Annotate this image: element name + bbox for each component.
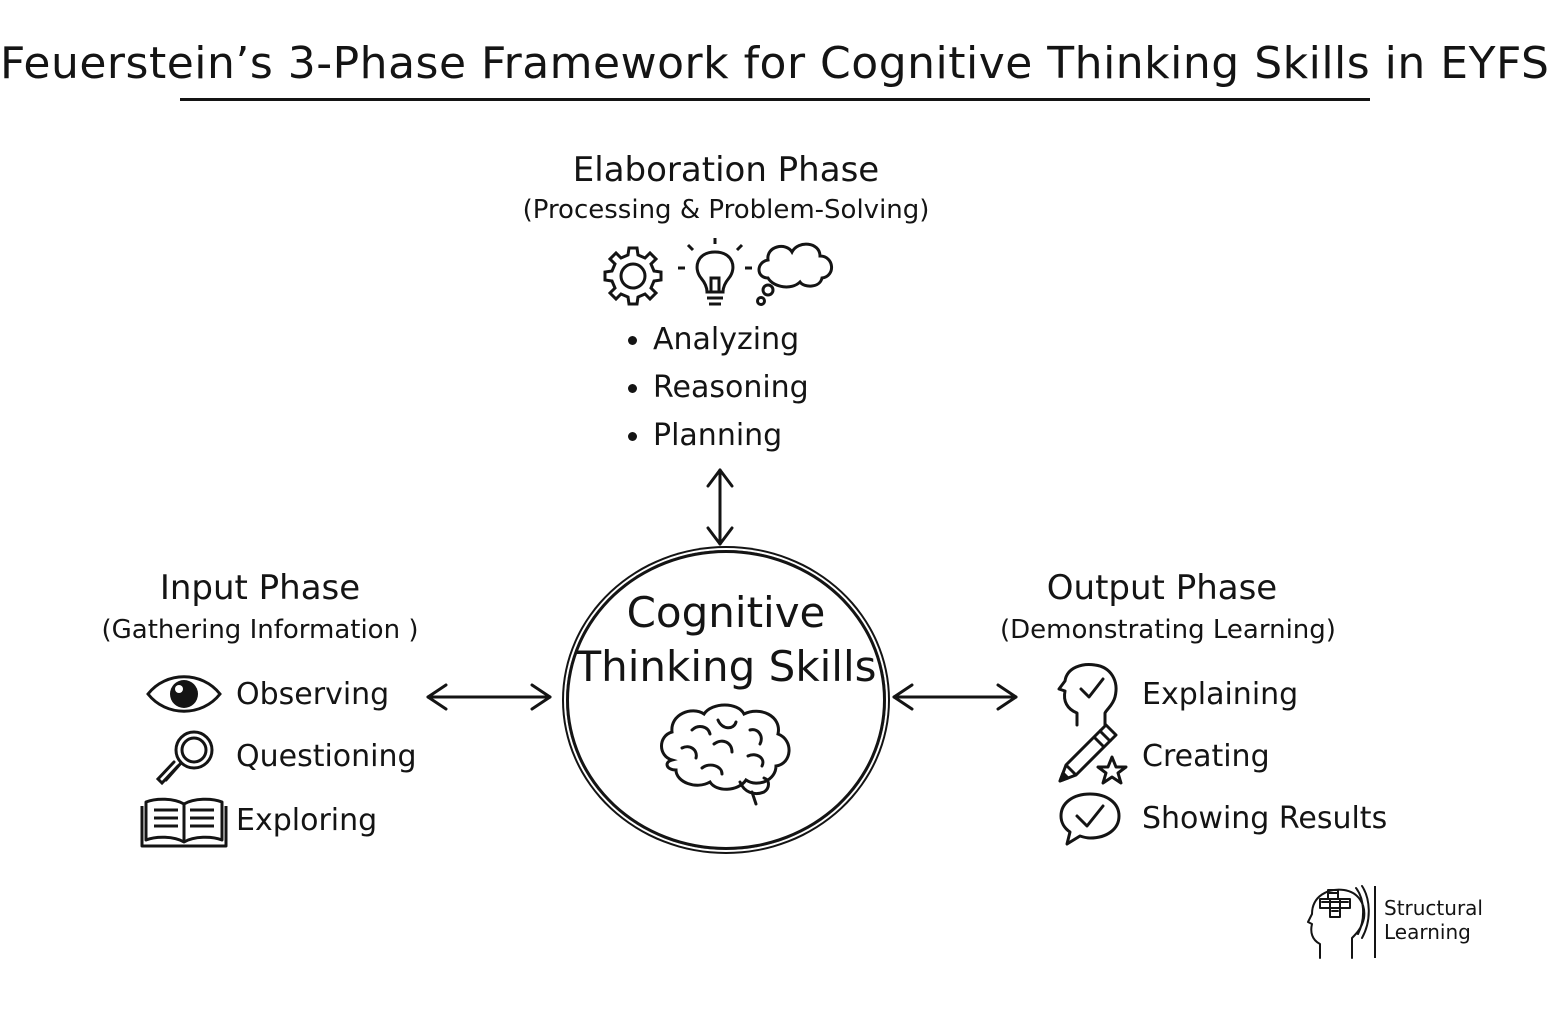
elaboration-icon-strip xyxy=(603,238,833,306)
pencil-star-icon xyxy=(1046,723,1134,786)
magnifier-icon xyxy=(140,726,228,786)
list-item-label: Creating xyxy=(1142,738,1270,774)
logo-divider xyxy=(1374,886,1376,958)
diagram-title: Feuerstein’s 3-Phase Framework for Cogni… xyxy=(0,38,1549,89)
elaboration-items: Analyzing Reasoning Planning xyxy=(628,316,809,460)
output-items: Explaining Creating Showing Results xyxy=(1046,663,1387,848)
center-label-line1: Cognitive xyxy=(626,588,826,637)
list-item: Analyzing xyxy=(628,316,809,364)
brain-icon xyxy=(660,703,791,806)
list-item: Explaining xyxy=(1046,663,1387,727)
bullet-dot xyxy=(628,431,637,441)
list-item: Observing xyxy=(140,664,417,724)
input-items: Observing Questioning Exploring xyxy=(140,664,417,850)
open-book-icon xyxy=(140,790,228,850)
list-item-label: Planning xyxy=(653,418,783,453)
input-phase-subtitle: (Gathering Information ) xyxy=(101,615,419,645)
gear-icon xyxy=(603,246,663,306)
output-phase-title: Output Phase xyxy=(1046,568,1278,608)
head-check-icon xyxy=(1046,663,1134,727)
center-circle xyxy=(566,550,886,850)
thought-cloud-icon xyxy=(756,242,833,306)
logo-line1: Structural xyxy=(1384,896,1483,920)
list-item-label: Questioning xyxy=(236,738,417,774)
elaboration-phase-subtitle: (Processing & Problem-Solving) xyxy=(522,195,930,225)
eye-icon xyxy=(140,664,228,724)
lightbulb-icon xyxy=(678,238,752,306)
title-underline xyxy=(180,98,1370,101)
list-item: Exploring xyxy=(140,790,417,850)
list-item-label: Analyzing xyxy=(653,322,800,357)
output-phase-subtitle: (Demonstrating Learning) xyxy=(1000,615,1336,645)
center-label-line2: Thinking Skills xyxy=(575,642,877,691)
head-puzzle-icon xyxy=(1307,885,1370,959)
list-item-label: Reasoning xyxy=(653,370,809,405)
right-double-arrow xyxy=(892,683,1018,711)
elaboration-icons xyxy=(600,238,850,310)
elaboration-phase-title: Elaboration Phase xyxy=(572,150,880,190)
list-item-label: Exploring xyxy=(236,802,378,838)
center-label: Cognitive Thinking Skills xyxy=(566,586,886,694)
list-item: Reasoning xyxy=(628,364,809,412)
list-item: Showing Results xyxy=(1046,788,1387,848)
list-item-label: Observing xyxy=(236,676,390,712)
list-item-label: Explaining xyxy=(1142,676,1299,712)
list-item: Creating xyxy=(1046,723,1387,786)
logo-line2: Learning xyxy=(1384,920,1471,944)
speech-check-icon xyxy=(1046,788,1134,848)
vertical-double-arrow xyxy=(706,468,734,546)
list-item-label: Showing Results xyxy=(1142,800,1388,836)
bullet-dot xyxy=(628,383,637,393)
list-item: Planning xyxy=(628,412,809,460)
list-item: Questioning xyxy=(140,726,417,786)
logo-wordmark: Structural Learning xyxy=(1384,896,1483,944)
left-double-arrow xyxy=(426,683,552,711)
bullet-dot xyxy=(628,335,637,345)
input-phase-title: Input Phase xyxy=(159,568,361,608)
